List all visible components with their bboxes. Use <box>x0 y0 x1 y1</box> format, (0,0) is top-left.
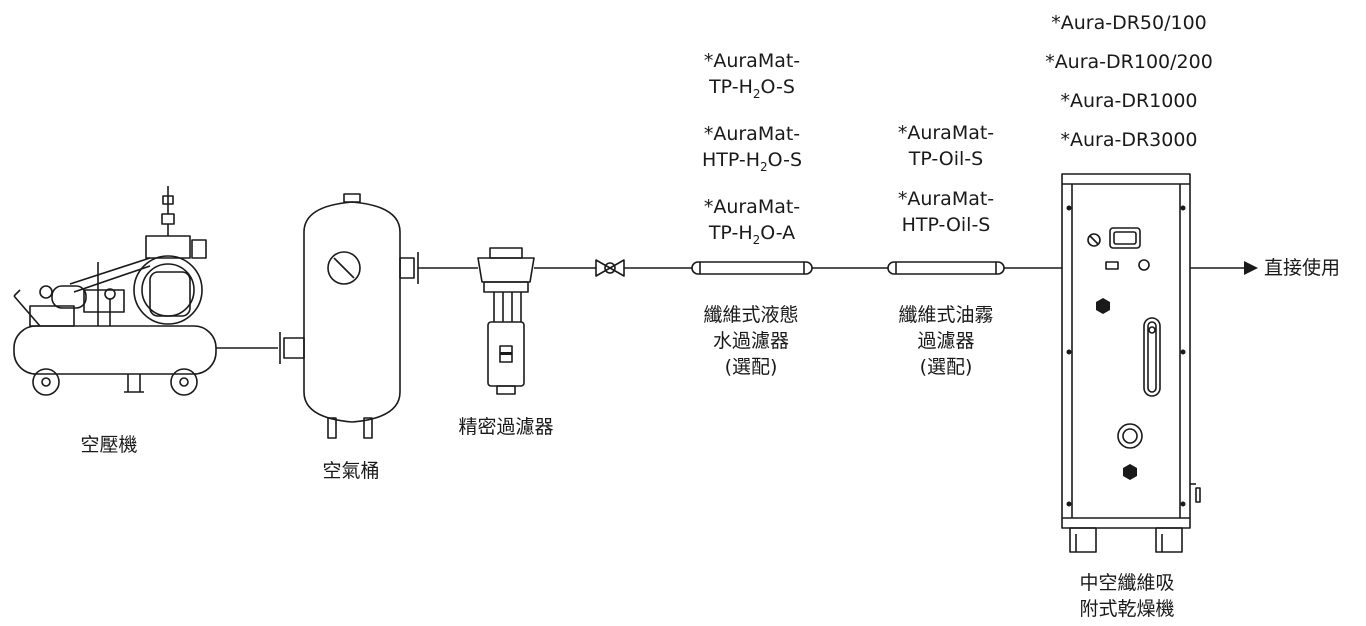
dryer-label: 中空纖維吸 附式乾燥機 <box>1079 572 1175 620</box>
ball-valve <box>595 259 625 277</box>
water-filter-models: *AuraMat- TP-H2O-S *AuraMat- HTP-H2O-S *… <box>674 48 830 252</box>
dryer-models: *Aura-DR50/100 *Aura-DR100/200 *Aura-DR1… <box>1024 10 1234 153</box>
water-model-2-line1: *AuraMat- <box>703 122 801 145</box>
dryer-model-3: *Aura-DR1000 <box>1060 90 1198 112</box>
output-label: 直接使用 <box>1264 257 1341 279</box>
dryer-model-1: *Aura-DR50/100 <box>1051 12 1207 34</box>
output-arrow-icon <box>1244 261 1258 275</box>
oil-model-2-line1: *AuraMat- <box>897 188 995 210</box>
air-tank <box>279 193 419 439</box>
hollow-fiber-dryer <box>1061 173 1201 553</box>
water-filter-label: 纖維式液態 水過濾器 (選配) <box>703 304 799 378</box>
water-filter-cartridge <box>691 261 813 275</box>
water-model-3-line2: TP-H2O-A <box>708 221 796 247</box>
precision-filter <box>477 247 535 395</box>
dryer-dots <box>500 205 1186 507</box>
water-model-1-line2: TP-H2O-S <box>709 76 795 101</box>
dryer-model-4: *Aura-DR3000 <box>1060 129 1198 151</box>
water-model-2-line2: HTP-H2O-S <box>701 148 803 174</box>
oil-filter-label: 纖維式油霧 過濾器 (選配) <box>898 304 994 378</box>
water-model-1-line1: *AuraMat- <box>703 50 801 72</box>
air-tank-label: 空氣桶 <box>322 460 380 482</box>
oil-model-1-line1: *AuraMat- <box>897 122 995 144</box>
oil-filter-models: *AuraMat- TP-Oil-S *AuraMat- HTP-Oil-S <box>870 120 1022 238</box>
compressor-label: 空壓機 <box>80 434 138 456</box>
precision-filter-label: 精密過濾器 <box>458 416 554 438</box>
oil-model-1-line2: TP-Oil-S <box>908 148 984 170</box>
air-compressor <box>13 186 217 396</box>
oil-model-2-line2: HTP-Oil-S <box>901 214 991 236</box>
pipe-lines <box>216 267 1244 349</box>
oil-filter-cartridge <box>887 261 1005 275</box>
water-model-3-line1: *AuraMat- <box>703 195 801 218</box>
dryer-model-2: *Aura-DR100/200 <box>1045 51 1213 73</box>
